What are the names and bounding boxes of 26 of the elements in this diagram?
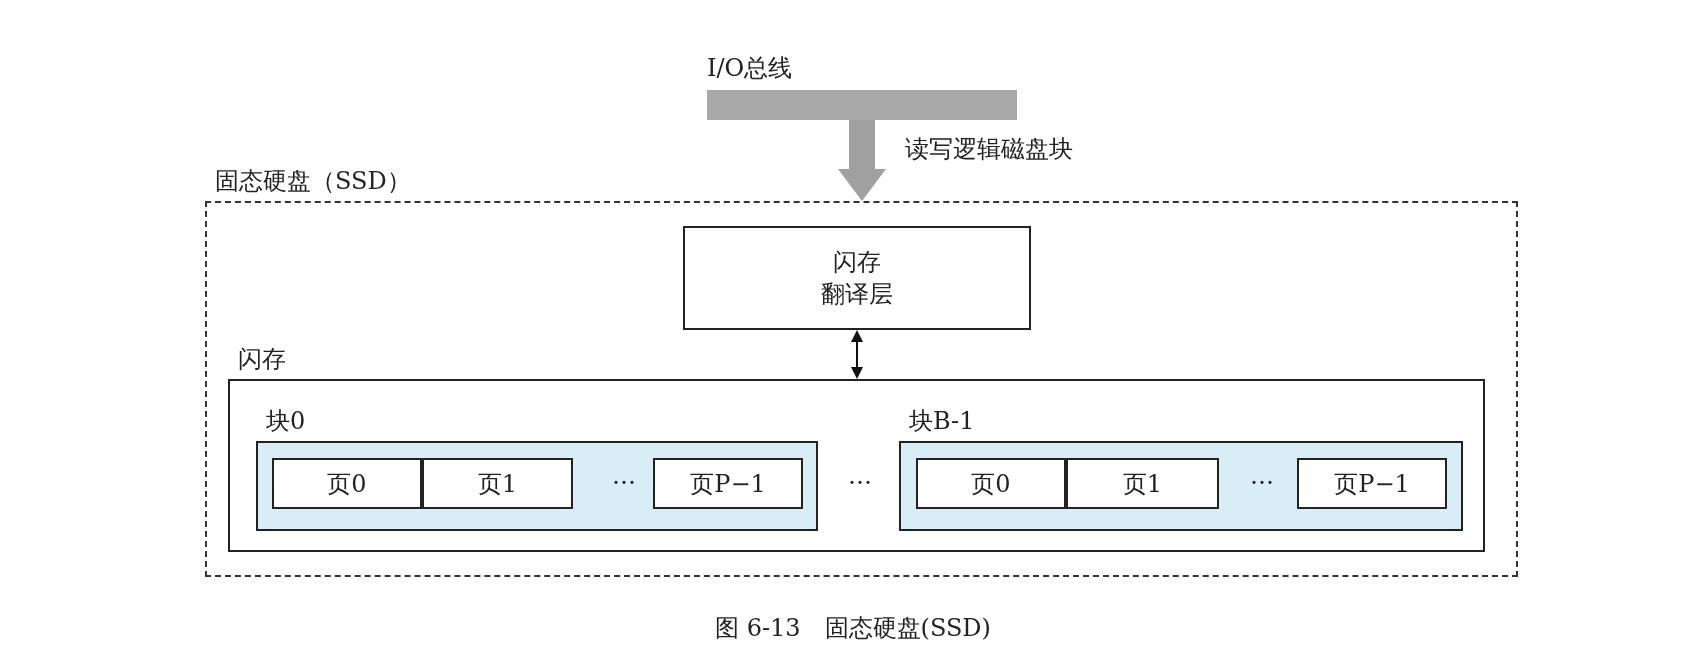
page-label: 页P−1 xyxy=(690,468,766,500)
page-box xyxy=(272,458,422,509)
page-box xyxy=(422,458,573,509)
ellipsis: … xyxy=(848,462,872,490)
box-heading: 闪存 xyxy=(238,344,286,375)
page-label: 页1 xyxy=(477,468,518,500)
box-heading: I/O总线 xyxy=(707,53,793,84)
box-heading: 固态硬盘（SSD） xyxy=(215,166,411,197)
page-box xyxy=(1297,458,1447,509)
box-label: 闪存 xyxy=(833,247,881,278)
page-label: 页0 xyxy=(327,468,367,500)
box-heading: 块0 xyxy=(266,406,306,437)
page-label: 页P−1 xyxy=(1334,468,1410,500)
page-label: 页0 xyxy=(971,468,1011,500)
figure-caption: 图 6-13 固态硬盘(SSD) xyxy=(714,613,992,644)
box-heading: 块B-1 xyxy=(909,406,975,437)
double-arrow xyxy=(851,330,863,379)
translation-layer-box xyxy=(683,226,1031,330)
box-label: 翻译层 xyxy=(821,279,893,310)
ellipsis: … xyxy=(612,462,636,490)
page-box xyxy=(916,458,1066,509)
page-box xyxy=(1066,458,1219,509)
page-box xyxy=(653,458,803,509)
wide-arrow xyxy=(838,120,886,201)
page-label: 页1 xyxy=(1122,468,1163,500)
ellipsis: … xyxy=(1250,462,1274,490)
